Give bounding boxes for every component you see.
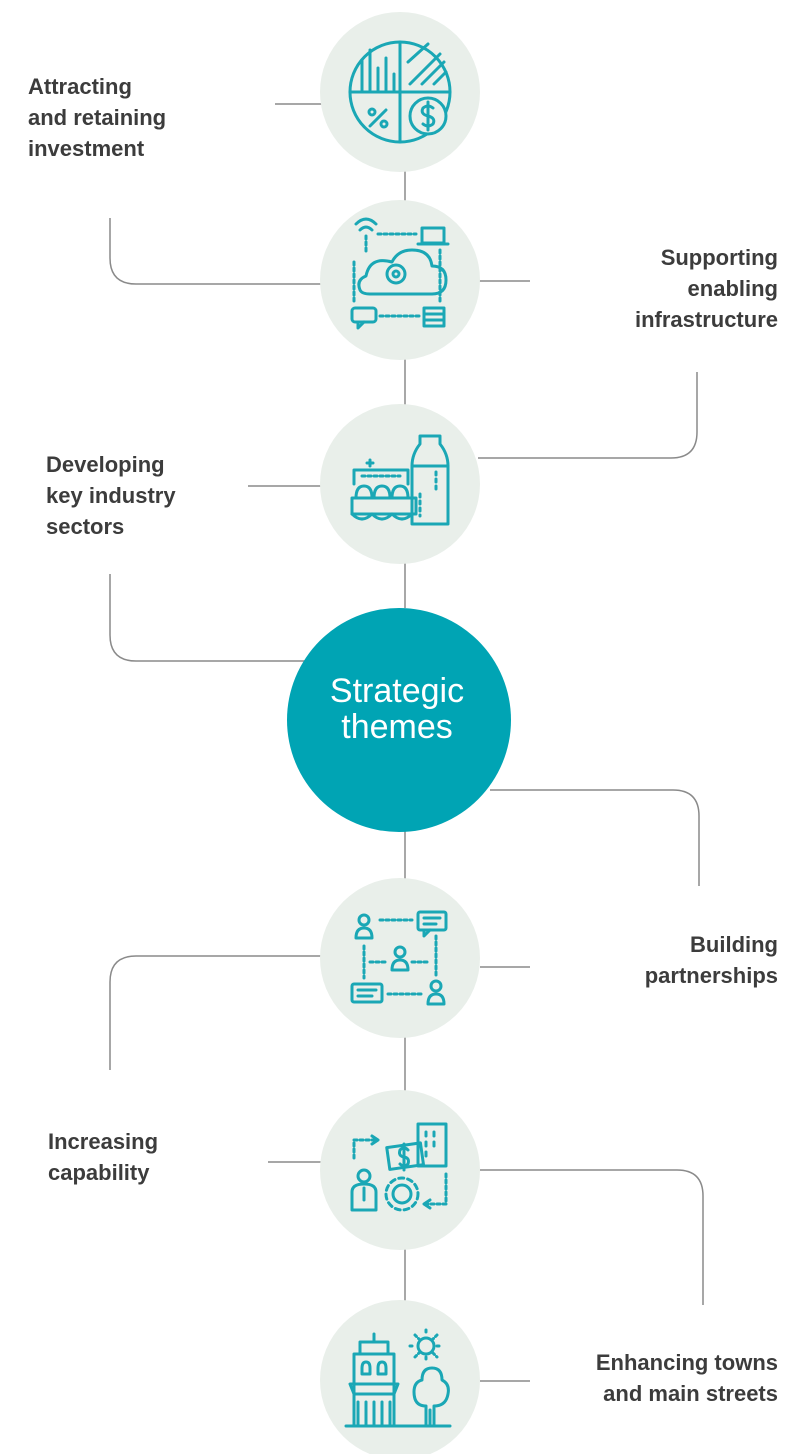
label-line: investment <box>28 136 145 161</box>
label-enhancing-towns: Enhancing towns and main streets <box>596 1347 778 1409</box>
node-infrastructure <box>320 200 480 360</box>
elbow-capability <box>109 955 330 1070</box>
elbow-infrastructure <box>478 372 698 459</box>
cloud-network-icon <box>350 217 450 330</box>
town-streetscape-icon <box>344 1328 452 1428</box>
label-developing-industry: Developing key industry sectors <box>46 449 176 542</box>
label-building-partnerships: Building partnerships <box>645 929 778 991</box>
center-title-line-1: Strategic <box>329 672 465 710</box>
label-line: sectors <box>46 514 125 539</box>
label-increasing-capability: Increasing capability <box>48 1126 158 1188</box>
label-line: Supporting <box>660 245 778 270</box>
elbow-industry <box>109 574 310 662</box>
label-line: Developing <box>46 452 165 477</box>
label-line: infrastructure <box>634 307 778 332</box>
label-line: Building <box>690 932 778 957</box>
elbow-partnerships <box>490 789 700 886</box>
connectors <box>109 103 704 1382</box>
label-line: partnerships <box>644 963 778 988</box>
center-title-line-2: themes <box>341 708 453 746</box>
label-line: and main streets <box>603 1381 778 1406</box>
elbow-towns <box>480 1169 704 1305</box>
label-attracting-investment: Attracting and retaining investment <box>28 71 166 164</box>
label-line: Attracting <box>28 74 132 99</box>
finance-pie-chart-icon <box>348 40 452 144</box>
label-line: Increasing <box>48 1129 159 1154</box>
node-capability <box>320 1090 480 1250</box>
node-industry <box>320 404 480 564</box>
label-line: capability <box>48 1160 150 1185</box>
center-title: Strategic themes <box>292 673 502 745</box>
center-circle <box>287 608 511 832</box>
label-line: Enhancing towns <box>595 1350 778 1375</box>
label-line: and retaining <box>28 105 167 130</box>
label-line: key industry <box>46 483 176 508</box>
agriculture-produce-icon <box>350 434 450 526</box>
label-line: enabling <box>687 276 778 301</box>
people-network-icon <box>350 910 448 1006</box>
business-growth-icon <box>350 1122 448 1212</box>
node-towns <box>320 1300 480 1454</box>
elbow-investment <box>109 218 330 285</box>
label-supporting-infrastructure: Supporting enabling infrastructure <box>635 242 778 335</box>
